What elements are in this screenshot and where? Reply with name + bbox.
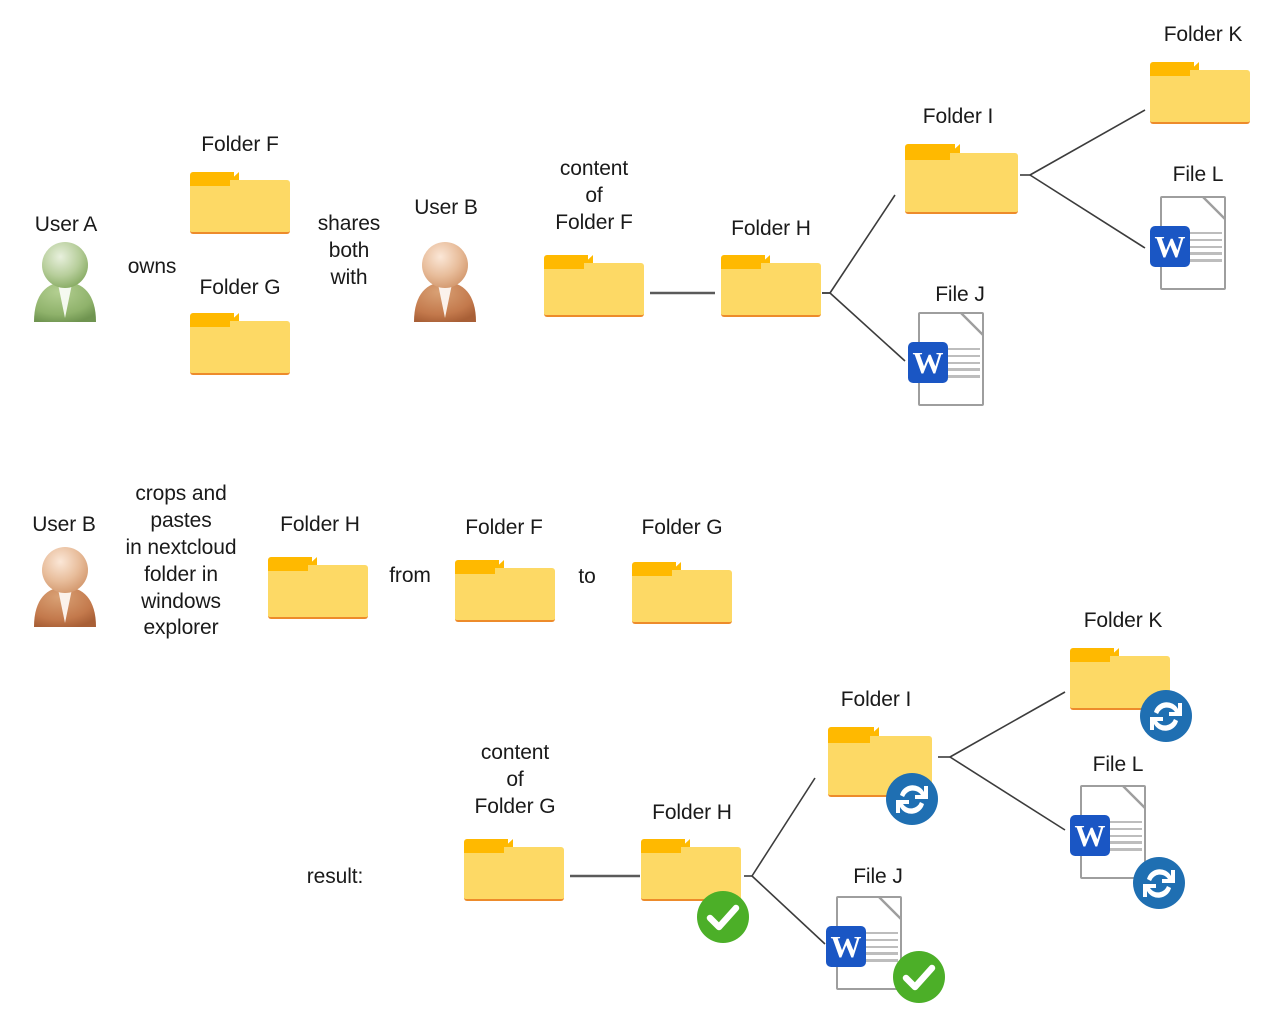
owns-label: owns xyxy=(127,255,177,278)
sync-icon xyxy=(1143,869,1175,898)
folder-h-label-move: Folder H xyxy=(280,513,360,536)
from-label: from xyxy=(389,564,431,587)
folder-notch xyxy=(455,568,495,575)
page-fold-icon xyxy=(878,896,902,920)
folder-notch xyxy=(190,180,230,187)
user-b-label-bottom: User B xyxy=(32,513,96,536)
folder-h-label-top: Folder H xyxy=(731,217,811,240)
to-label: to xyxy=(578,565,596,588)
folder-i-label-result: Folder I xyxy=(840,688,912,711)
folder-notch xyxy=(905,153,951,161)
page-fold-icon xyxy=(1202,196,1226,220)
crops-and-pastes-label: crops and pastes in nextcloud folder in … xyxy=(125,482,237,640)
folder-f-label-top: Folder F xyxy=(201,133,279,156)
check-icon xyxy=(706,904,740,931)
user-a-label-top: User A xyxy=(34,213,98,236)
content-of-folder-g-icon[interactable] xyxy=(464,839,564,901)
folder-body xyxy=(455,568,555,622)
content-of-folder-g-label: content of Folder G xyxy=(474,741,556,818)
file-l-label-top: File L xyxy=(1172,163,1224,186)
folder-notch xyxy=(1070,656,1110,663)
folder-body xyxy=(190,180,290,234)
sync-pending-badge-file-l xyxy=(1133,857,1185,909)
result-label: result: xyxy=(306,865,364,888)
file-text-lines xyxy=(1184,232,1222,266)
folder-body xyxy=(544,263,644,317)
word-icon: W xyxy=(826,926,866,967)
file-l-icon-top[interactable]: W xyxy=(1150,196,1228,292)
folder-body xyxy=(905,153,1018,214)
folder-i-icon-top[interactable] xyxy=(905,144,1018,214)
sync-pending-badge-folder-k xyxy=(1140,690,1192,742)
file-text-lines xyxy=(942,348,980,382)
folder-i-label-top: Folder I xyxy=(922,105,994,128)
folder-notch xyxy=(828,736,870,744)
folder-body xyxy=(632,570,732,624)
folder-h-icon-top[interactable] xyxy=(721,255,821,317)
folder-k-label-top: Folder K xyxy=(1163,23,1243,46)
file-text-lines xyxy=(860,932,898,966)
folder-notch xyxy=(721,263,761,270)
shares-both-with-label: shares both with xyxy=(317,212,381,289)
folder-body xyxy=(1150,70,1250,124)
word-icon: W xyxy=(1070,815,1110,856)
folder-notch xyxy=(190,321,230,328)
folder-body xyxy=(464,847,564,901)
sync-icon xyxy=(1150,702,1182,731)
folder-notch xyxy=(544,263,584,270)
word-icon: W xyxy=(1150,226,1190,267)
folder-notch xyxy=(1150,70,1190,77)
page-fold-icon xyxy=(960,312,984,336)
folder-h-icon-move[interactable] xyxy=(268,557,368,619)
folder-f-icon-top[interactable] xyxy=(190,172,290,234)
user-b-avatar-icon-bottom xyxy=(34,547,96,627)
folder-f-label-move: Folder F xyxy=(465,516,543,539)
folder-body xyxy=(268,565,368,619)
folder-i-icon-result[interactable] xyxy=(828,727,932,797)
page-fold-icon xyxy=(1122,785,1146,809)
word-icon: W xyxy=(908,342,948,383)
folder-h-label-result: Folder H xyxy=(652,801,732,824)
folder-h-icon-result[interactable] xyxy=(641,839,741,901)
folder-k-icon-top[interactable] xyxy=(1150,61,1250,124)
folder-notch xyxy=(268,565,308,572)
file-j-label-top: File J xyxy=(935,283,985,306)
sync-icon xyxy=(896,785,928,814)
folder-g-icon-move[interactable] xyxy=(632,562,732,624)
file-l-label-result: File L xyxy=(1092,753,1144,776)
folder-g-label-move: Folder G xyxy=(641,516,723,539)
folder-body xyxy=(190,321,290,375)
file-j-icon-top[interactable]: W xyxy=(908,312,986,408)
check-icon xyxy=(902,964,936,991)
folder-f-icon-move[interactable] xyxy=(455,560,555,622)
file-l-icon-result[interactable]: W xyxy=(1070,785,1148,881)
folder-g-label-top: Folder G xyxy=(199,276,281,299)
user-b-label-top: User B xyxy=(414,196,478,219)
folder-k-label-result: Folder K xyxy=(1083,609,1163,632)
content-of-folder-f-icon[interactable] xyxy=(544,255,644,317)
file-j-label-result: File J xyxy=(853,865,903,888)
folder-notch xyxy=(464,847,504,854)
sync-ok-badge-folder-h xyxy=(697,891,749,943)
file-j-icon-result[interactable]: W xyxy=(826,896,904,992)
folder-body xyxy=(721,263,821,317)
user-b-avatar-icon-top xyxy=(414,242,476,322)
sync-pending-badge-folder-i xyxy=(886,773,938,825)
file-text-lines xyxy=(1104,821,1142,855)
folder-notch xyxy=(641,847,681,854)
folder-g-icon-top[interactable] xyxy=(190,313,290,375)
sync-ok-badge-file-j xyxy=(893,951,945,1003)
user-a-avatar-icon xyxy=(34,242,96,322)
folder-notch xyxy=(632,570,672,577)
content-of-folder-f-label: content of Folder F xyxy=(555,157,633,234)
